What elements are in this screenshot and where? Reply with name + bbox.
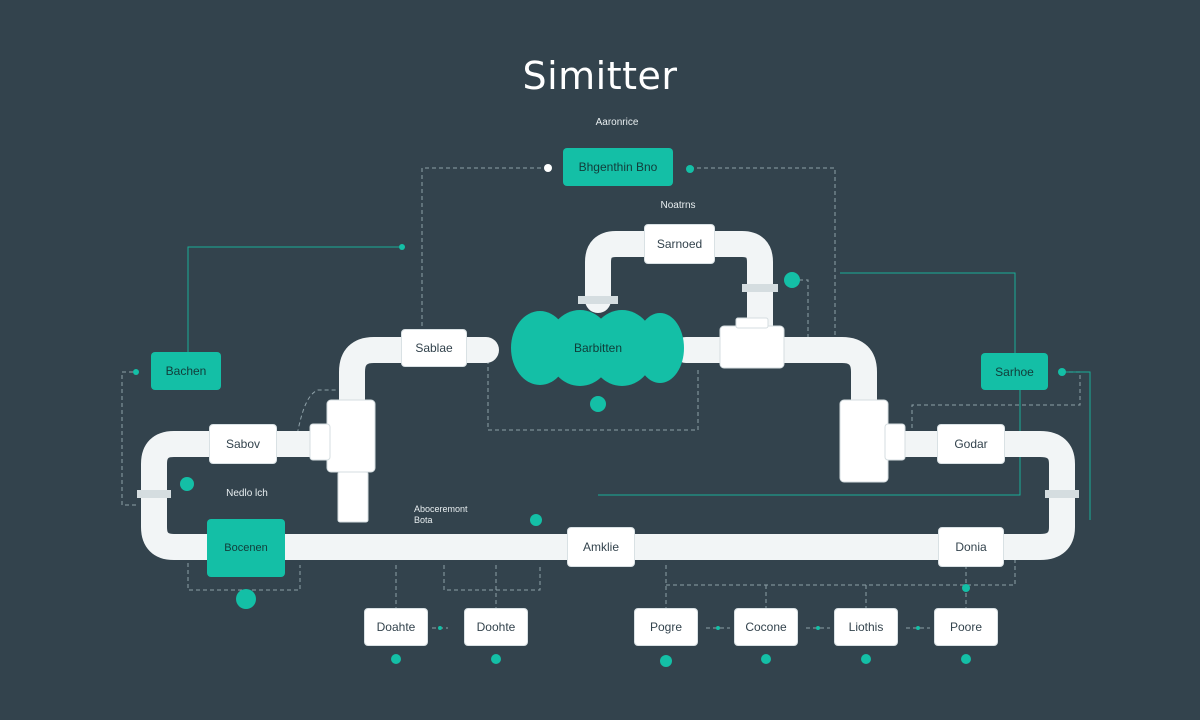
dot-teal-left-bottom [236, 589, 256, 609]
dot-teal-tank [590, 396, 606, 412]
teal-line-far-right [1062, 371, 1091, 520]
dot-teal-upper-right [784, 272, 800, 288]
dot-teal-row-6 [961, 654, 971, 664]
bottom-node-3[interactable]: Pogre [634, 608, 698, 646]
center-note-1: Aboceremont [414, 504, 468, 514]
connector-right-upper [792, 279, 809, 345]
valve-right [839, 399, 906, 483]
node-left-pipe[interactable]: Sablae [401, 329, 467, 367]
dashed-connectors [121, 167, 1081, 629]
connector-left-diag [295, 389, 338, 441]
valve-top [719, 317, 785, 369]
dot-teal-row-1 [391, 654, 401, 664]
top-node[interactable]: Bhgenthin Bno [563, 148, 673, 186]
node-right-teal[interactable]: Sarhoe [981, 353, 1048, 390]
diagram-subtitle: Aaronrice [595, 117, 639, 128]
pipe-upper-right [673, 337, 877, 443]
dot-teal-small-left [399, 244, 405, 250]
connector-center-mid [443, 565, 541, 591]
dot-teal-row-4 [761, 654, 771, 664]
bottom-node-5[interactable]: Liothis [834, 608, 898, 646]
dot-teal-row-5 [861, 654, 871, 664]
node-center-bottom[interactable]: Amklie [567, 527, 635, 567]
dot-teal-right-bottom [962, 584, 970, 592]
dot-white-top-left [544, 164, 552, 172]
connector-bottom-bus [666, 560, 1016, 586]
teal-line-left [187, 246, 402, 362]
joint-1 [137, 490, 171, 498]
connector-right-teal [911, 371, 1081, 430]
dot-teal-right-teal [1058, 368, 1066, 376]
upper-note: Noatrns [660, 200, 696, 211]
bottom-node-4[interactable]: Cocone [734, 608, 798, 646]
connector-left-teal [121, 371, 138, 506]
connector-dots [133, 164, 1066, 667]
dot-teal-left-lower [180, 477, 194, 491]
tank-label: Barbitten [573, 341, 623, 355]
dot-teal-top-right [686, 165, 694, 173]
bottom-node-6[interactable]: Poore [934, 608, 998, 646]
dot-teal-row-3 [660, 655, 672, 667]
pipes [141, 231, 1075, 560]
diagram-title: Simitter [522, 54, 678, 98]
teal-line-center [598, 380, 1021, 496]
teal-line-right [840, 272, 1016, 360]
node-right-lower-pipe[interactable]: Godar [937, 424, 1005, 464]
pipe-upper-loop [339, 337, 499, 515]
node-right-bottom[interactable]: Donia [938, 527, 1004, 567]
node-left-bottom-teal[interactable]: Bocenen [207, 519, 285, 577]
dot-teal-row-2 [491, 654, 501, 664]
dot-teal-center [530, 514, 542, 526]
joint-4 [742, 284, 778, 292]
bottom-node-2[interactable]: Doohte [464, 608, 528, 646]
left-small-note: Nedlo lch [226, 488, 268, 499]
pipe-joints [137, 284, 1079, 498]
bottom-node-1[interactable]: Doahte [364, 608, 428, 646]
node-left-lower-pipe[interactable]: Sabov [209, 424, 277, 464]
link-dots [438, 626, 920, 630]
center-note-2: Bota [414, 515, 433, 525]
joint-2 [1045, 490, 1079, 498]
dot-teal-left-teal [133, 369, 139, 375]
valve-left [309, 399, 376, 523]
node-left-teal[interactable]: Bachen [151, 352, 221, 390]
connector-top-left [421, 167, 548, 342]
tank [511, 310, 684, 386]
node-top-pipe[interactable]: Sarnoed [644, 224, 715, 264]
connector-tank-frame [487, 360, 699, 431]
joint-3 [578, 296, 618, 304]
teal-connectors [187, 246, 1091, 520]
